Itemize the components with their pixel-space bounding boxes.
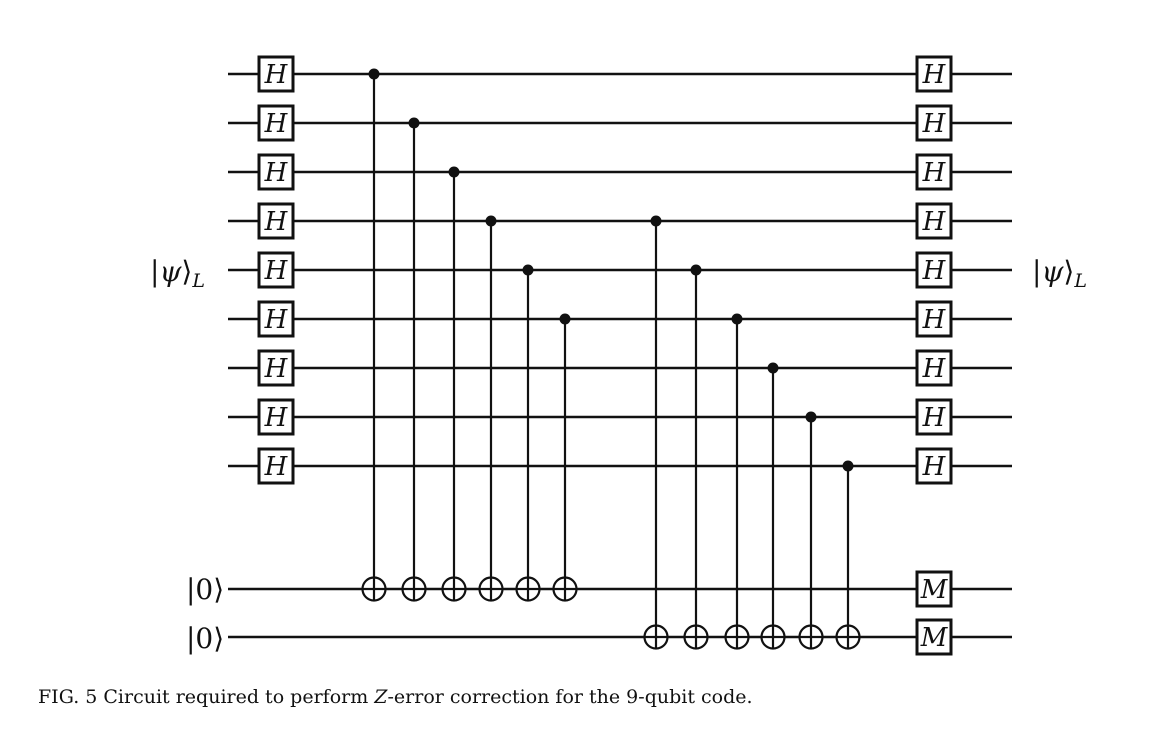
hadamard-gate-output-box: [915, 300, 953, 338]
qubit-wires: [228, 72, 1012, 639]
hadamard-gate-input-box: [257, 153, 295, 191]
ancilla-label-1: |0⟩: [186, 573, 224, 606]
hadamard-gate-output-box: [915, 55, 953, 93]
hadamard-gate-input: H: [257, 55, 295, 93]
cnot-target: [643, 624, 669, 650]
hadamard-gate-output-box: [915, 447, 953, 485]
cnot-target: [401, 576, 427, 602]
hadamard-gate-output-label: H: [922, 305, 947, 335]
cnot-target: [515, 576, 541, 602]
hadamard-gate-output-box: [915, 153, 953, 191]
hadamard-gate-output: H: [915, 202, 953, 240]
cnot-target: [683, 624, 709, 650]
cnot-control-dot: [805, 411, 817, 423]
cnot-target: [441, 576, 467, 602]
hadamard-gate-input: H: [257, 202, 295, 240]
cnot-control-dot: [842, 460, 854, 472]
hadamard-gate-output: H: [915, 300, 953, 338]
measurement-gate: M: [915, 618, 953, 656]
hadamard-gate-input: H: [257, 349, 295, 387]
cnot-target: [798, 624, 824, 650]
measurement-gate: M: [915, 570, 953, 608]
hadamard-gate-input: H: [257, 300, 295, 338]
state-labels: |ψ⟩L |ψ⟩L |0⟩ |0⟩: [150, 255, 1087, 655]
hadamard-gate-input: H: [257, 104, 295, 142]
hadamard-gate-input-label: H: [264, 452, 289, 482]
hadamard-gate-input-box: [257, 398, 295, 436]
output-state-label: |ψ⟩L: [1032, 255, 1087, 292]
hadamard-gate-output-label: H: [922, 256, 947, 286]
cnot-control-dot: [731, 313, 743, 325]
hadamard-gate-input-box: [257, 349, 295, 387]
hadamard-gate-output-label: H: [922, 452, 947, 482]
ancilla-label-2: |0⟩: [186, 622, 224, 655]
hadamard-gate-input-label: H: [264, 354, 289, 384]
hadamard-gate-input: H: [257, 447, 295, 485]
measurement-gate-label: M: [920, 623, 949, 653]
cnot-connectors: [372, 74, 850, 637]
hadamard-gate-input: H: [257, 398, 295, 436]
hadamard-gate-input-box: [257, 300, 295, 338]
cnot-control-dot: [485, 215, 497, 227]
cnot-target: [835, 624, 861, 650]
hadamard-gate-output: H: [915, 398, 953, 436]
hadamard-gate-input-box: [257, 55, 295, 93]
hadamard-gate-input: H: [257, 153, 295, 191]
hadamard-gate-output-box: [915, 398, 953, 436]
cnot-target: [361, 576, 387, 602]
cnot-control-dot: [690, 264, 702, 276]
hadamard-gate-input-box: [257, 202, 295, 240]
hadamard-gate-output-label: H: [922, 354, 947, 384]
input-state-label: |ψ⟩L: [150, 255, 205, 292]
hadamard-gate-input-label: H: [264, 60, 289, 90]
hadamard-gate-input-box: [257, 104, 295, 142]
cnot-control-dot: [767, 362, 779, 374]
hadamard-gate-output-label: H: [922, 60, 947, 90]
hadamard-gate-output-box: [915, 202, 953, 240]
hadamard-gate-input-label: H: [264, 403, 289, 433]
hadamard-gate-input-label: H: [264, 158, 289, 188]
hadamard-gate-output-box: [915, 349, 953, 387]
cnot-target: [552, 576, 578, 602]
hadamard-gate-input-label: H: [264, 305, 289, 335]
hadamard-gate-output: H: [915, 55, 953, 93]
cnot-control-dot: [448, 166, 460, 178]
hadamard-gate-output: H: [915, 153, 953, 191]
cnot-target: [724, 624, 750, 650]
hadamard-gate-output-label: H: [922, 403, 947, 433]
measurement-gate-label: M: [920, 575, 949, 605]
measurement-gate-box: [915, 618, 953, 656]
cnot-target: [478, 576, 504, 602]
hadamard-gate-input-label: H: [264, 109, 289, 139]
hadamard-gate-output-label: H: [922, 109, 947, 139]
hadamard-gate-output-label: H: [922, 158, 947, 188]
hadamard-gate-output-box: [915, 251, 953, 289]
cnot-target: [760, 624, 786, 650]
hadamard-gate-input: H: [257, 251, 295, 289]
hadamard-gate-output-box: [915, 104, 953, 142]
hadamard-gate-output: H: [915, 349, 953, 387]
measurement-gate-box: [915, 570, 953, 608]
cnot-control-dot: [522, 264, 534, 276]
caption-suffix: -error correction for the 9-qubit code.: [387, 686, 753, 708]
caption-prefix: FIG. 5 Circuit required to perform: [38, 686, 375, 708]
cnot-control-dot: [368, 68, 380, 80]
cnot-control-dot: [559, 313, 571, 325]
caption-emphasis: Z: [374, 686, 388, 708]
hadamard-gate-output: H: [915, 251, 953, 289]
hadamard-gate-output: H: [915, 447, 953, 485]
cnot-control-dot: [650, 215, 662, 227]
hadamard-gate-input-label: H: [264, 207, 289, 237]
figure-caption: FIG. 5 Circuit required to perform Z-err…: [38, 686, 753, 708]
hadamard-gate-output: H: [915, 104, 953, 142]
hadamard-gate-input-label: H: [264, 256, 289, 286]
hadamard-gate-output-label: H: [922, 207, 947, 237]
hadamard-gate-input-box: [257, 251, 295, 289]
hadamard-gate-input-box: [257, 447, 295, 485]
cnot-control-dot: [408, 117, 420, 129]
